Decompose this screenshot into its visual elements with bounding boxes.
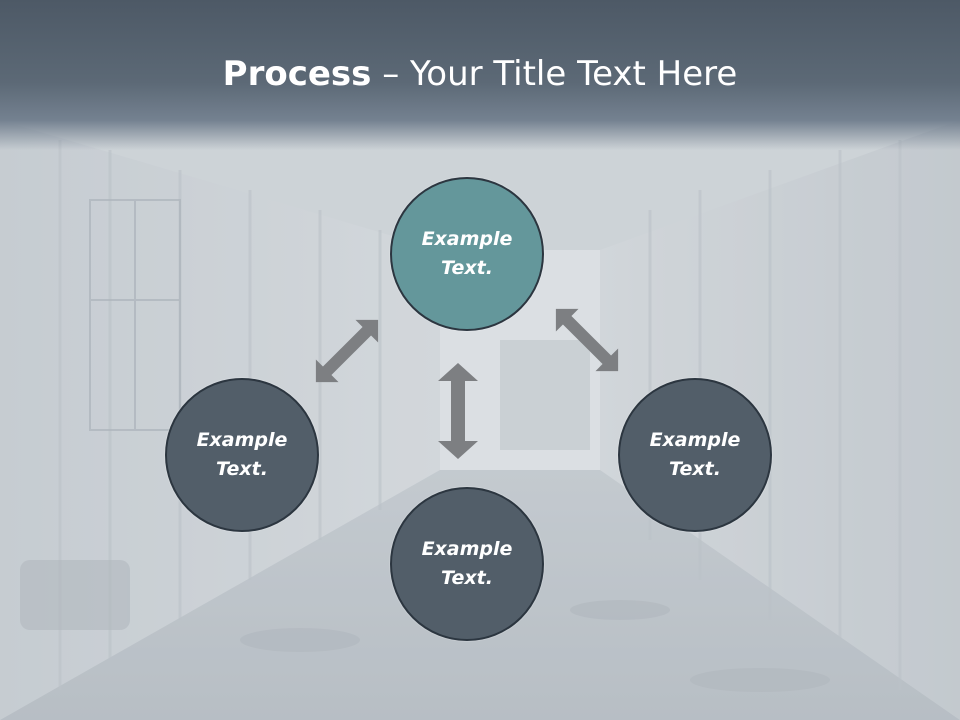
title-bold: Process [222,54,372,94]
process-node-left: Example Text. [165,378,319,532]
node-left-line2: Text. [216,458,268,480]
process-node-top: Example Text. [390,177,544,331]
node-top-line1: Example [421,228,513,250]
node-top-line2: Text. [441,257,493,279]
node-left-line1: Example [196,429,288,451]
node-right-line2: Text. [669,458,721,480]
title-rest: Your Title Text Here [410,54,738,94]
node-right-line1: Example [649,429,741,451]
node-bottom-line1: Example [421,538,513,560]
title-dash: – [371,54,411,94]
title-bar [0,0,960,150]
process-node-bottom: Example Text. [390,487,544,641]
arrow-top-right [555,308,619,372]
process-node-right: Example Text. [618,378,772,532]
arrow-left-top [315,319,379,383]
node-bottom-line2: Text. [441,567,493,589]
slide-title: Process – Your Title Text Here [0,52,960,96]
arrow-top-bottom [438,363,478,459]
